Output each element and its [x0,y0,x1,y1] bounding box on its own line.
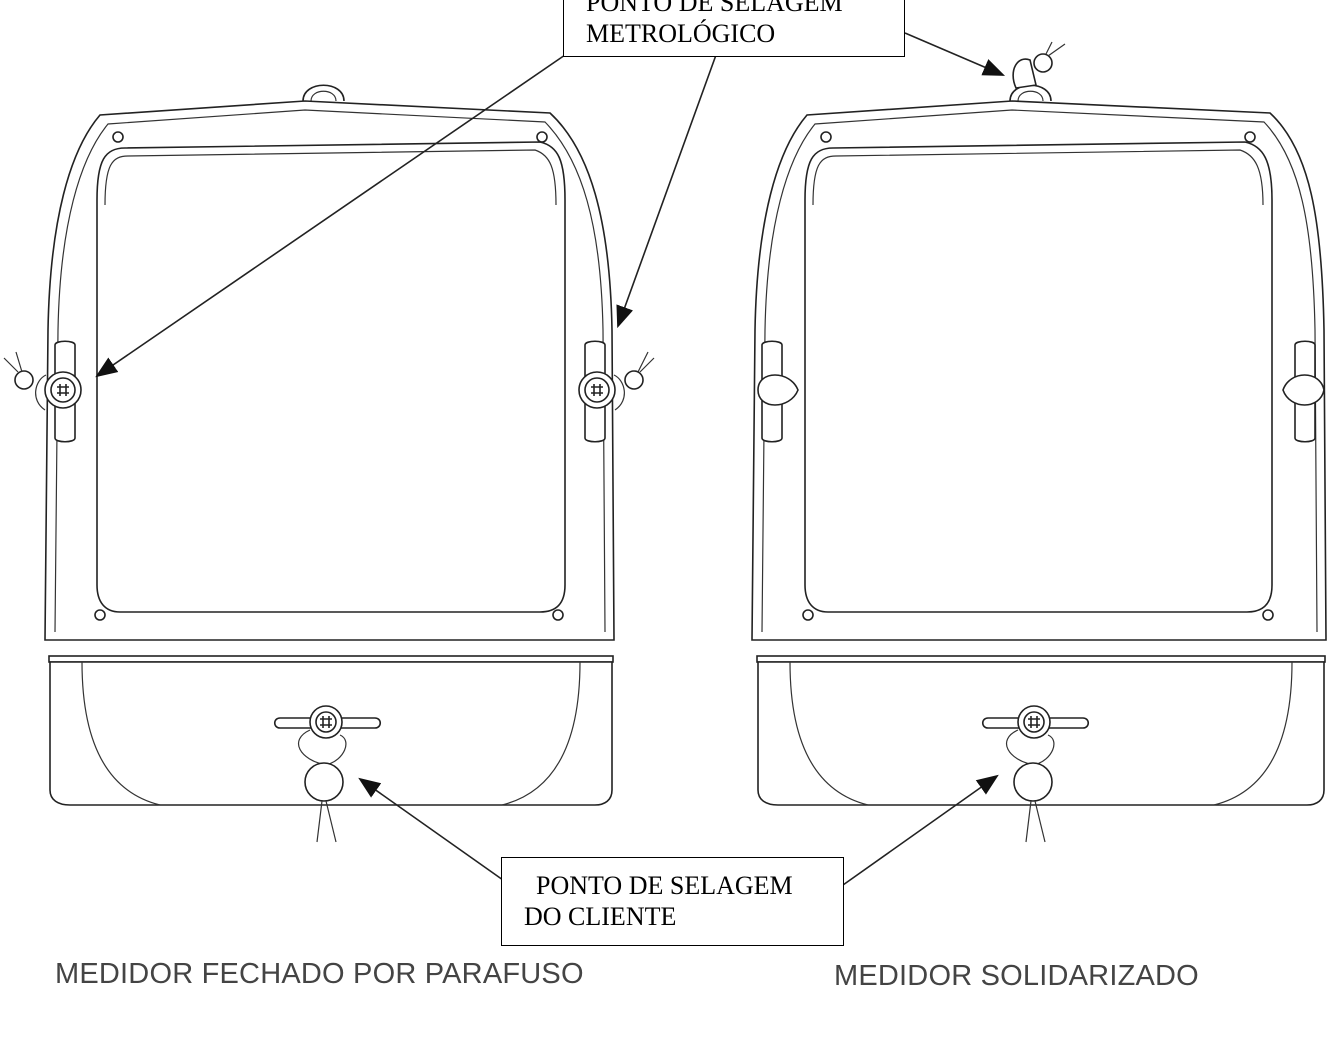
arrow-metro-right [616,54,717,329]
arrow-metro-left [95,54,566,378]
callout-cliente-line2: DO CLIENTE [524,902,677,931]
callout-ponto-selagem-cliente: PONTO DE SELAGEM DO CLIENTE [501,857,844,946]
meter-right [751,41,1327,843]
arrow-metro-top [904,32,1006,76]
arrow-cliente-right [842,774,999,886]
callout-arrows [95,32,1006,886]
callout-cliente-line1: PONTO DE SELAGEM [536,871,793,900]
meter-left [3,84,655,843]
callout-ponto-selagem-metrologico: PONTO DE SELAGEM METROLÓGICO [563,0,905,57]
arrow-cliente-left [358,777,504,881]
callout-metro-line2: METROLÓGICO [586,19,776,48]
callout-metro-line1: PONTO DE SELAGEM [586,0,843,17]
caption-medidor-solidarizado: MEDIDOR SOLIDARIZADO [834,960,1199,992]
caption-medidor-parafuso: MEDIDOR FECHADO POR PARAFUSO [55,958,584,990]
